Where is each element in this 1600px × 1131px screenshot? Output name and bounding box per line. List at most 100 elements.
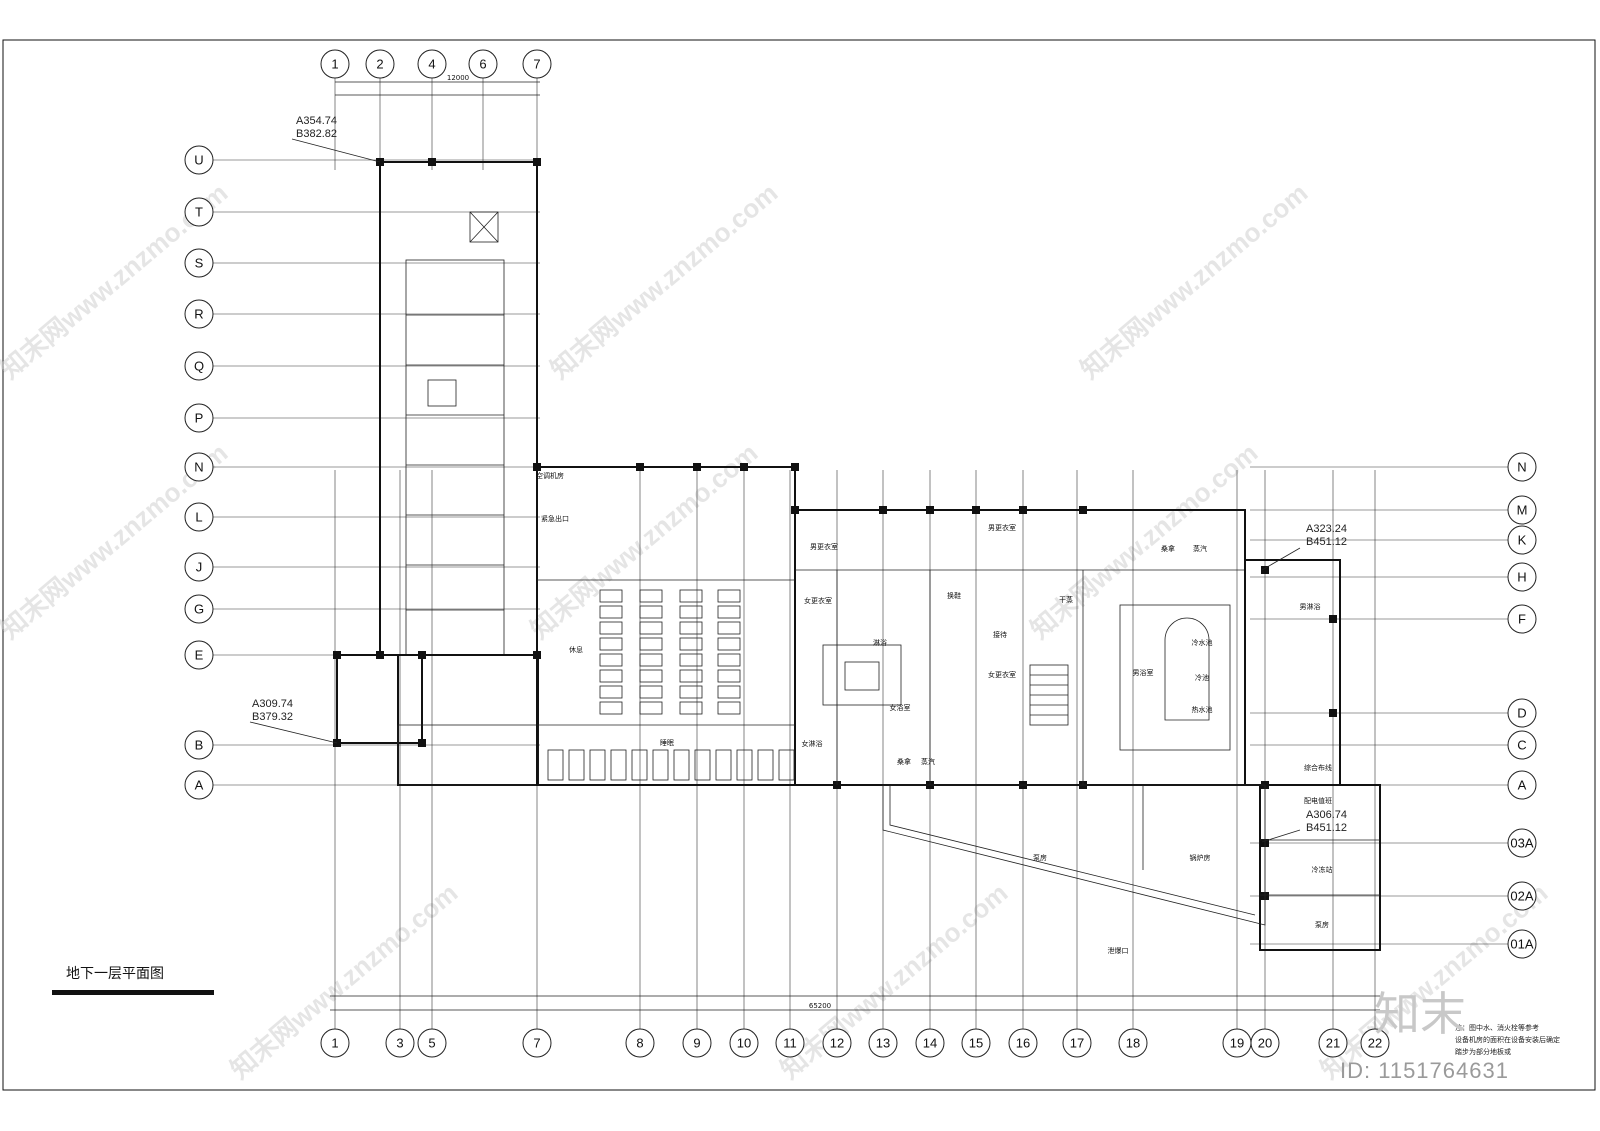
axis-bottom-10: 10	[729, 1028, 759, 1058]
axis-top-1: 1	[320, 49, 350, 79]
axis-label: 02A	[1510, 889, 1533, 904]
axis-label: 7	[533, 57, 540, 72]
axis-label: E	[195, 648, 204, 663]
axis-label: F	[1518, 612, 1526, 627]
room-male-shower: 男淋浴	[1300, 602, 1321, 611]
room-power: 配电值班	[1304, 796, 1332, 805]
bed	[717, 637, 741, 651]
axis-bottom-22: 22	[1360, 1028, 1390, 1058]
bed	[639, 685, 663, 699]
note-line-1: 注：图中水、消火栓等参考	[1455, 1023, 1539, 1032]
room-male-locker-small: 男更衣室	[810, 542, 838, 551]
elevation-a-label: A306.74	[1306, 809, 1347, 821]
north-wing-wall	[379, 161, 538, 656]
axis-left-N: N	[184, 452, 214, 482]
axis-bottom-9: 9	[682, 1028, 712, 1058]
axis-bottom-5: 5	[417, 1028, 447, 1058]
bed	[639, 653, 663, 667]
axis-left-A: A	[184, 770, 214, 800]
axis-right-M: M	[1507, 495, 1537, 525]
room-female-locker: 女更衣室	[804, 596, 832, 605]
bed	[547, 749, 564, 781]
title-underline	[52, 990, 214, 995]
axis-label: 21	[1326, 1036, 1340, 1051]
elevation-a-label: A354.74	[296, 115, 337, 127]
north-wing	[379, 161, 538, 656]
room-female-bath: 女浴室	[890, 703, 911, 712]
bed	[589, 749, 606, 781]
axis-label: N	[194, 460, 203, 475]
bed	[599, 701, 623, 715]
drawing-title: 地下一层平面图	[66, 966, 164, 982]
bed	[717, 589, 741, 603]
east-block	[1244, 559, 1381, 951]
axis-label: J	[196, 560, 203, 575]
watermark: 知末网www.znzmo.com	[545, 177, 784, 384]
axis-bottom-19: 19	[1222, 1028, 1252, 1058]
bed	[631, 749, 648, 781]
bed	[679, 605, 703, 619]
bed	[599, 621, 623, 635]
elevation-b-label: B451.12	[1306, 536, 1347, 548]
axis-label: 19	[1230, 1036, 1244, 1051]
axis-left-L: L	[184, 502, 214, 532]
axis-right-F: F	[1507, 604, 1537, 634]
axis-label: 1	[331, 57, 338, 72]
axis-left-G: G	[184, 594, 214, 624]
axis-label: P	[195, 411, 204, 426]
elevation-b-label: B382.82	[296, 128, 337, 140]
axis-top-4: 4	[417, 49, 447, 79]
bed	[679, 589, 703, 603]
axis-bottom-14: 14	[915, 1028, 945, 1058]
axis-right-K: K	[1507, 525, 1537, 555]
axis-label: 16	[1016, 1036, 1030, 1051]
axis-label: R	[194, 307, 203, 322]
axis-left-B: B	[184, 730, 214, 760]
axis-left-Q: Q	[184, 351, 214, 381]
axis-label: Q	[194, 359, 204, 374]
top-total-dimension: 12000	[447, 74, 469, 82]
axis-label: 4	[428, 57, 435, 72]
bed	[639, 669, 663, 683]
room-pump: 泵房	[1033, 853, 1047, 862]
elevation-a-label: A309.74	[252, 698, 293, 710]
column	[1329, 615, 1337, 623]
axis-label: A	[195, 778, 204, 793]
axis-right-02A: 02A	[1507, 881, 1537, 911]
bed	[568, 749, 585, 781]
axis-top-6: 6	[468, 49, 498, 79]
axis-label: 13	[876, 1036, 890, 1051]
axis-left-J: J	[184, 552, 214, 582]
axis-bottom-15: 15	[961, 1028, 991, 1058]
southwest-block	[336, 654, 539, 786]
axis-label: S	[195, 256, 204, 271]
axis-bottom-7: 7	[522, 1028, 552, 1058]
axis-label: D	[1517, 706, 1526, 721]
bed	[679, 701, 703, 715]
bed	[717, 653, 741, 667]
bed	[599, 653, 623, 667]
bed	[717, 701, 741, 715]
axis-bottom-8: 8	[625, 1028, 655, 1058]
bed	[679, 685, 703, 699]
axis-right-A: A	[1507, 770, 1537, 800]
axis-left-T: T	[184, 197, 214, 227]
note-line-3: 踏步为部分地板或	[1455, 1047, 1511, 1056]
axis-label: 3	[396, 1036, 403, 1051]
bed	[610, 749, 627, 781]
axis-label: 6	[479, 57, 486, 72]
boiler-area	[882, 784, 1266, 926]
sheet-border	[2, 39, 1596, 1091]
room-opening: 泄爆口	[1108, 946, 1129, 955]
bed	[639, 701, 663, 715]
watermark: 知末网www.znzmo.com	[1025, 437, 1264, 644]
main-building	[536, 466, 1246, 786]
axis-label: 20	[1258, 1036, 1272, 1051]
axis-label: T	[195, 205, 203, 220]
fan-unit-icon	[427, 379, 457, 407]
room-male-bath: 男浴室	[1133, 668, 1154, 677]
bed	[652, 749, 669, 781]
elevation-1: A354.74 B382.82	[291, 115, 381, 163]
room-female-locker-2: 女更衣室	[988, 670, 1016, 679]
axis-label: 7	[533, 1036, 540, 1051]
